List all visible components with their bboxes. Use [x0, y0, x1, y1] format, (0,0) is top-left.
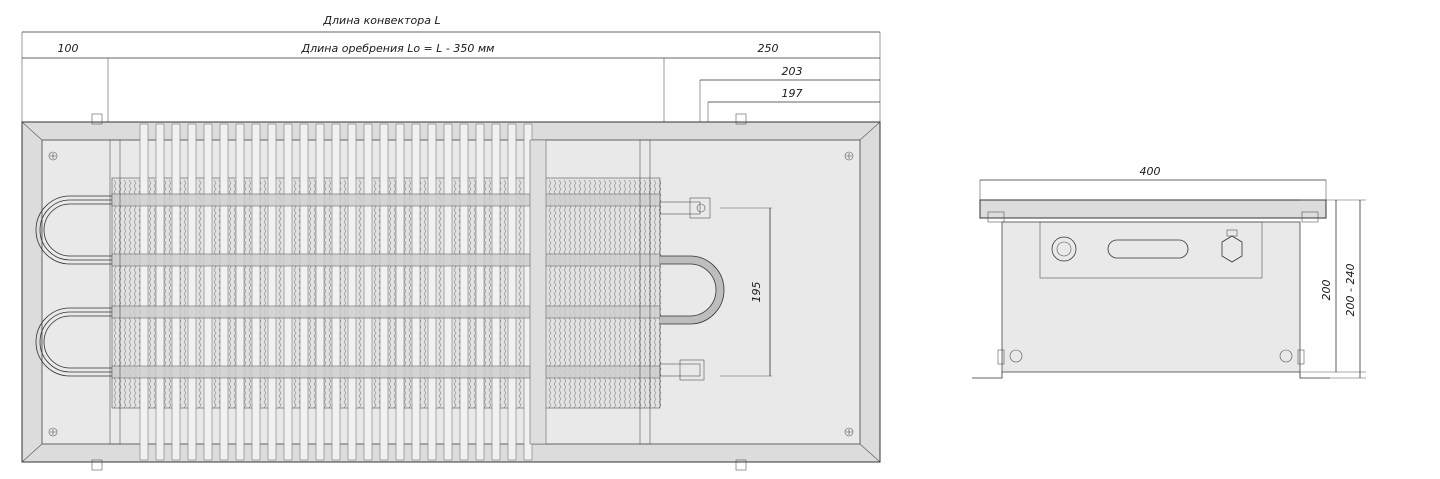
- width-label: 400: [1140, 165, 1161, 178]
- heat-exchanger: [111, 123, 662, 461]
- width-dimension: 400: [979, 165, 1327, 200]
- pipe-spacing-label: 195: [750, 282, 763, 303]
- air-vent-valve: [1221, 235, 1243, 263]
- top-grille: [979, 199, 1327, 219]
- left-offset-label: 100: [58, 42, 79, 55]
- overall-length-dimension: Длина конвектора L: [21, 14, 881, 122]
- section-feet: [972, 349, 1330, 379]
- height-dimensions: 200 200 - 240: [1300, 199, 1366, 379]
- pipe-offset-2-label: 197: [782, 87, 803, 100]
- fin-length-dimension: 100 Длина оребрения Lo = L - 350 мм 250: [22, 42, 880, 122]
- corner-screws: [48, 151, 854, 437]
- right-offset-label: 250: [758, 42, 779, 55]
- mounting-brackets: [91, 113, 747, 471]
- slot-opening: [1107, 239, 1189, 259]
- fin-length-label: Длина оребрения Lo = L - 350 мм: [301, 42, 495, 55]
- connection-pipes: 195: [659, 197, 772, 381]
- height-label: 200: [1320, 280, 1333, 301]
- height-range-label: 200 - 240: [1344, 264, 1357, 317]
- section-view: 400 200 200 - 240: [972, 165, 1366, 379]
- pipe-u-bends-left: [35, 195, 112, 377]
- housing-section: [1001, 221, 1301, 373]
- pipe-offset-1-label: 203: [782, 65, 803, 78]
- left-support: [109, 139, 121, 445]
- overall-length-label: Длина конвектора L: [322, 14, 440, 27]
- pipe-u-bend-right: [660, 255, 725, 325]
- pipe-fitting-left: [1051, 236, 1077, 262]
- right-support: [639, 139, 651, 445]
- connection-panel: [1039, 221, 1263, 279]
- plan-view: Длина конвектора L 100 Длина оребрения L…: [21, 14, 881, 471]
